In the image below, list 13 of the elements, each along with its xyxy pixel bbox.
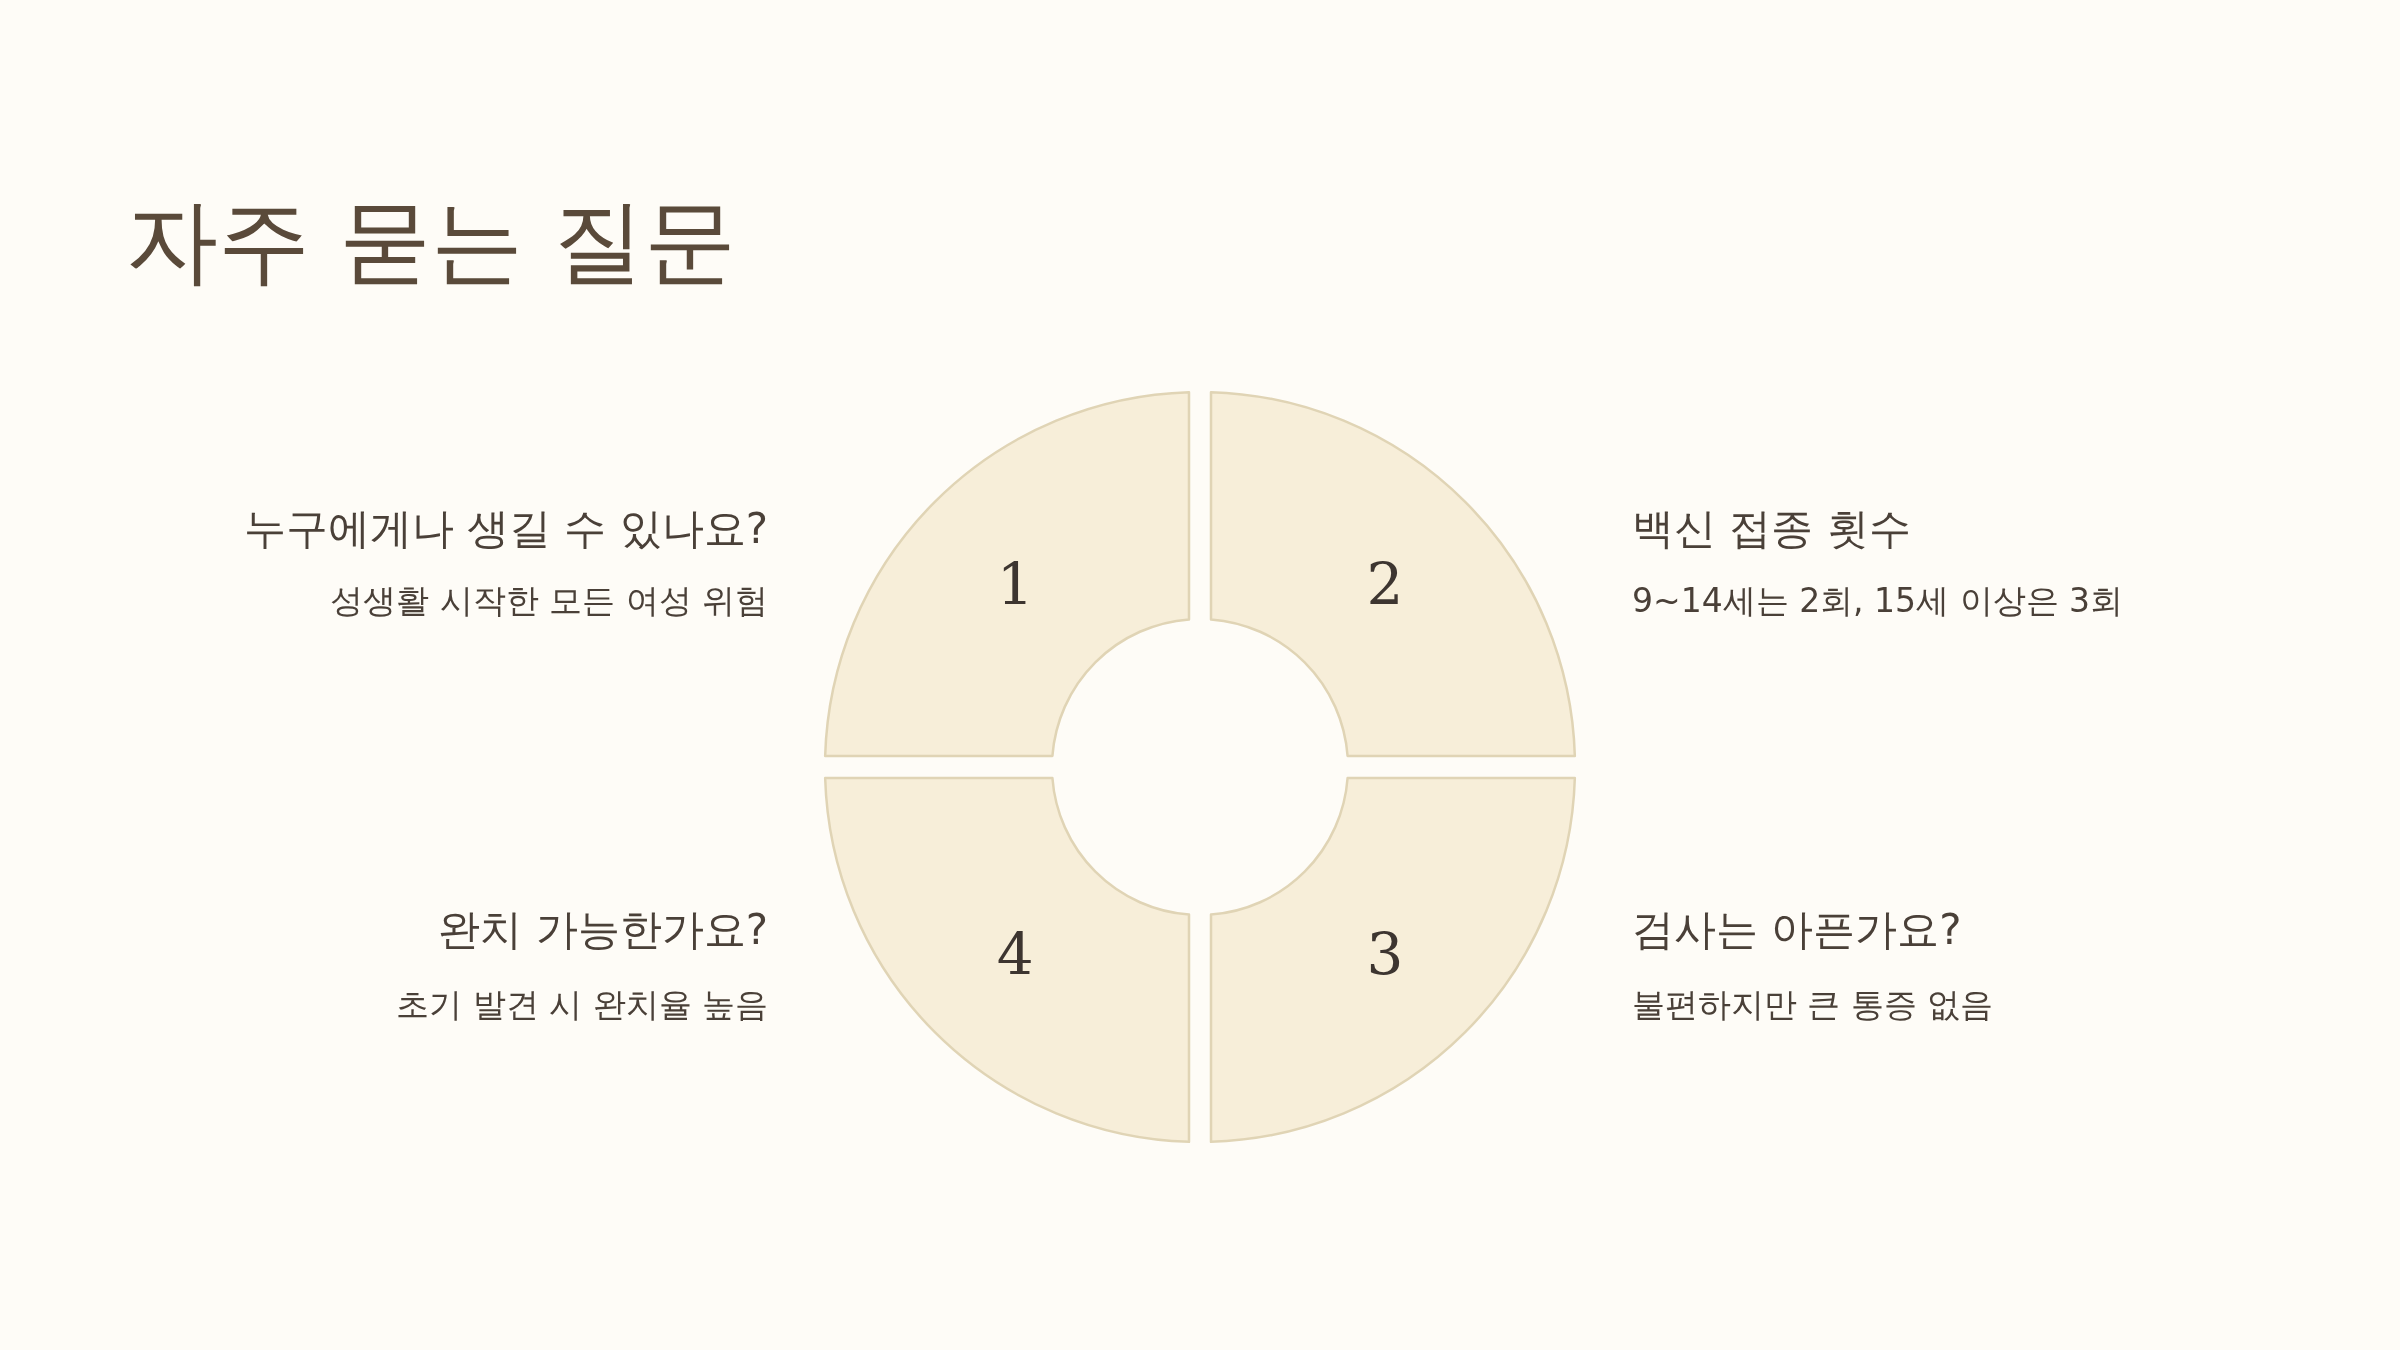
step-number: 1	[996, 555, 1034, 614]
answer-text: 9~14세는 2회, 15세 이상은 3회	[1632, 584, 2124, 617]
question-heading: 백신 접종 횟수	[1632, 508, 1911, 550]
question-heading: 검사는 아픈가요?	[1632, 909, 1962, 951]
question-heading: 누구에게나 생길 수 있나요?	[243, 508, 768, 550]
answer-text: 초기 발견 시 완치율 높음	[396, 988, 768, 1021]
question-heading: 완치 가능한가요?	[438, 909, 768, 951]
step-number: 3	[1366, 924, 1404, 983]
title: 자주 묻는 질문	[126, 196, 737, 288]
answer-text: 성생활 시작한 모든 여성 위험	[330, 584, 768, 617]
step-number: 2	[1366, 555, 1404, 614]
step-number: 4	[996, 924, 1034, 983]
answer-text: 불편하지만 큰 통증 없음	[1632, 988, 1994, 1021]
